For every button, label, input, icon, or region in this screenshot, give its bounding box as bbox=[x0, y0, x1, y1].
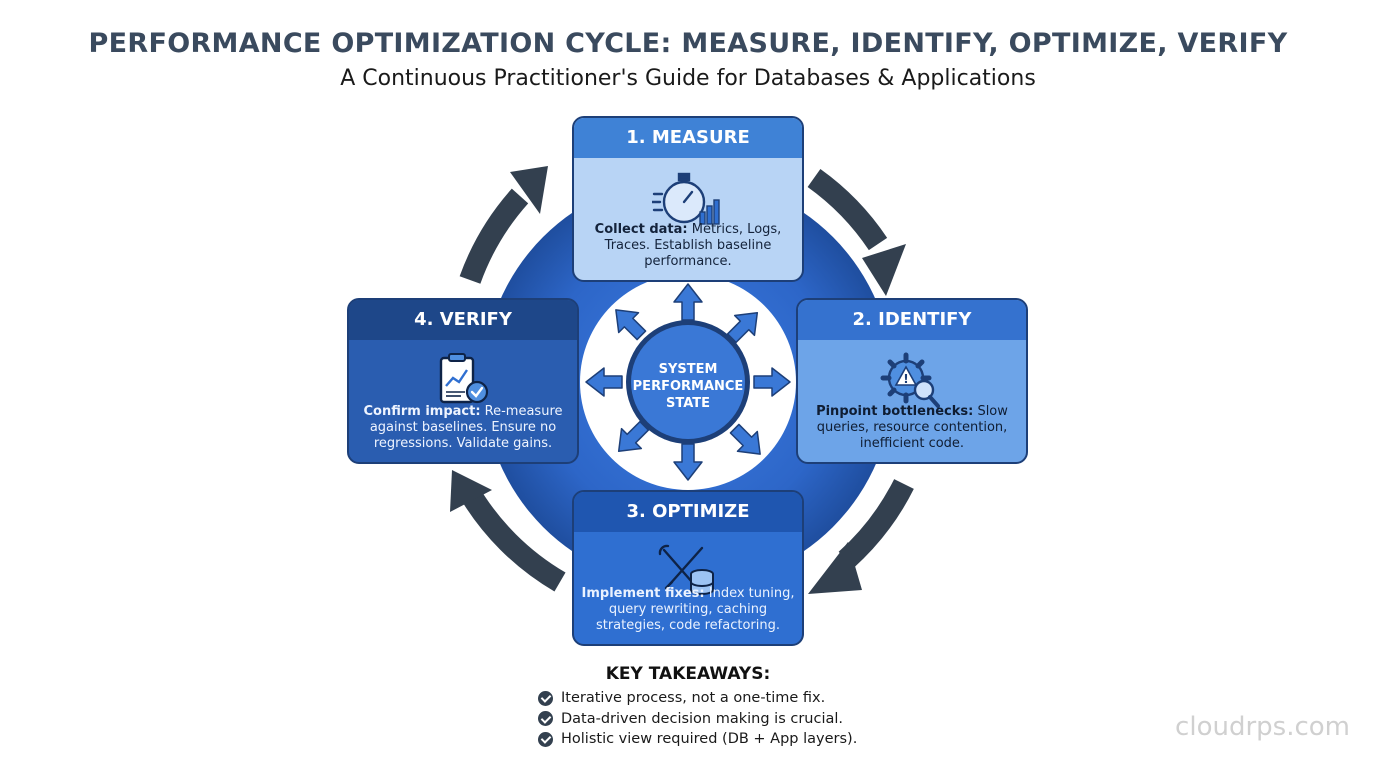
step-lead: Confirm impact: bbox=[363, 404, 481, 419]
takeaway-text: Data-driven decision making is crucial. bbox=[561, 710, 844, 727]
page-title: PERFORMANCE OPTIMIZATION CYCLE: MEASURE,… bbox=[88, 28, 1288, 59]
step-heading: 1. MEASURE bbox=[574, 118, 802, 158]
step-lead: Implement fixes: bbox=[581, 586, 705, 601]
step-text: Index tuning, query rewriting, caching s… bbox=[595, 586, 795, 633]
takeaways-heading: KEY TAKEAWAYS: bbox=[605, 664, 771, 684]
step-description: Collect data: Metrics, Logs, Traces. Est… bbox=[580, 222, 796, 270]
step-card-verify: 4. VERIFY Confirm impact: Re-measure aga… bbox=[347, 298, 579, 464]
center-label-line2: PERFORMANCE bbox=[632, 379, 744, 394]
step-description: Implement fixes: Index tuning, query rew… bbox=[580, 586, 796, 634]
step-card-optimize: 3. OPTIMIZE Implement fixes: Index tunin… bbox=[572, 490, 804, 646]
clipboard-chart-check-icon bbox=[439, 353, 489, 404]
svg-text:!: ! bbox=[903, 372, 908, 386]
step-text: Slow queries, resource contention, ineff… bbox=[816, 404, 1008, 451]
step-description: Pinpoint bottlenecks: Slow queries, reso… bbox=[804, 404, 1020, 452]
hub-arrows bbox=[585, 283, 791, 481]
center-label-line1: SYSTEM bbox=[658, 362, 718, 377]
step-card-identify: 2. IDENTIFY ! Pinpoint bottlenecks: Slow… bbox=[796, 298, 1028, 464]
step-lead: Pinpoint bottlenecks: bbox=[816, 404, 974, 419]
gear-warning-magnifier-icon: ! bbox=[880, 352, 940, 408]
wrench-screwdriver-database-icon bbox=[658, 544, 714, 595]
hub-inner bbox=[631, 325, 745, 439]
cycle-arrow-heads bbox=[450, 166, 906, 594]
list-item: Data-driven decision making is crucial. bbox=[538, 709, 857, 730]
step-lead: Collect data: bbox=[594, 222, 688, 237]
stopwatch-chart-icon bbox=[652, 172, 720, 225]
center-label-line3: STATE bbox=[665, 396, 711, 411]
list-item: Holistic view required (DB + App layers)… bbox=[538, 729, 857, 750]
step-heading: 4. VERIFY bbox=[349, 300, 577, 340]
step-heading: 2. IDENTIFY bbox=[798, 300, 1026, 340]
center-label: SYSTEM PERFORMANCE STATE bbox=[628, 361, 748, 412]
step-heading: 3. OPTIMIZE bbox=[574, 492, 802, 532]
takeaways-list: Iterative process, not a one-time fix. D… bbox=[538, 688, 857, 750]
step-text: Metrics, Logs, Traces. Establish baselin… bbox=[604, 222, 782, 269]
cycle-arrows bbox=[458, 169, 914, 592]
page-subtitle: A Continuous Practitioner's Guide for Da… bbox=[340, 66, 1036, 91]
takeaway-text: Iterative process, not a one-time fix. bbox=[561, 690, 826, 707]
step-description: Confirm impact: Re-measure against basel… bbox=[355, 404, 571, 452]
check-circle-icon bbox=[538, 731, 553, 747]
step-card-measure: 1. MEASURE Collect data: Metrics, Logs, … bbox=[572, 116, 804, 282]
step-text: Re-measure against baselines. Ensure no … bbox=[369, 404, 563, 451]
watermark: cloudrps.com bbox=[1175, 712, 1350, 742]
takeaway-text: Holistic view required (DB + App layers)… bbox=[561, 731, 858, 748]
list-item: Iterative process, not a one-time fix. bbox=[538, 688, 857, 709]
check-circle-icon bbox=[538, 711, 553, 727]
check-circle-icon bbox=[538, 690, 553, 706]
